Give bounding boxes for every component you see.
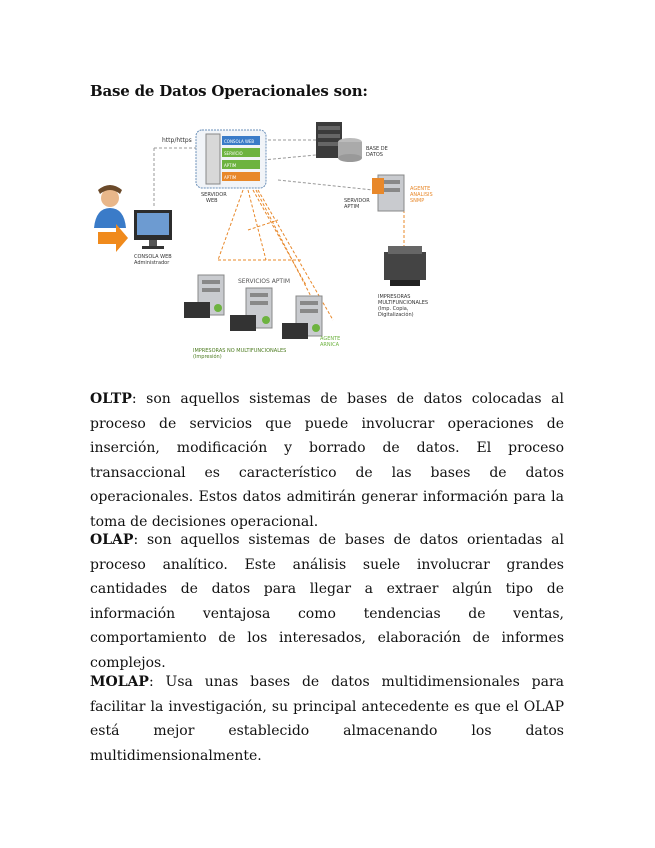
- http-label: http/https: [162, 137, 192, 144]
- console-label-1: CONSOLA WEB: [134, 254, 172, 260]
- paragraph-molap: MOLAP: Usa unas bases de datos multidime…: [90, 670, 564, 768]
- text-molap: : Usa unas bases de datos multidimension…: [90, 674, 564, 764]
- server-rack-icon: [282, 295, 323, 339]
- server-rack-icon: [230, 287, 273, 331]
- database-label-1: BASE DE: [366, 146, 388, 152]
- database-icon: [316, 122, 362, 162]
- admin-user-icon: [94, 185, 128, 252]
- term-olap: OLAP: [90, 532, 134, 548]
- paragraph-oltp: OLTP: son aquellos sistemas de bases de …: [90, 387, 564, 534]
- text-olap: : son aquellos sistemas de bases de dato…: [90, 532, 564, 671]
- agent-arnica-label-1: AGENTE: [320, 336, 340, 342]
- network-diagram: http/https CONSOLA WEB SERVICIO APTIM AP…: [94, 122, 433, 360]
- aptim-label-1: SERVIDOR: [344, 198, 370, 204]
- web-server-label-2: WEB: [206, 198, 218, 204]
- svg-text:CONSOLA WEB: CONSOLA WEB: [224, 139, 254, 144]
- aptim-server-icon: [372, 174, 405, 212]
- database-label-2: DATOS: [366, 152, 383, 158]
- monitor-icon: [134, 210, 172, 249]
- section-heading: Base de Datos Operacionales son:: [90, 82, 368, 100]
- agent-label-3: SNMP: [410, 198, 424, 204]
- agent-label-2: ANALISIS: [410, 192, 433, 198]
- mf-printer-label-3: (Imp. Copia,: [378, 306, 409, 312]
- svg-text:APTIM: APTIM: [224, 175, 237, 180]
- web-server: CONSOLA WEB SERVICIO APTIM APTIM: [195, 129, 267, 189]
- agent-label-1: AGENTE: [410, 186, 430, 192]
- bottom-printers-label-2: (Impresión): [193, 353, 222, 360]
- paragraph-olap: OLAP: son aquellos sistemas de bases de …: [90, 528, 564, 675]
- bottom-printers-label-1: IMPRESORAS NO MULTIFUNCIONALES: [193, 348, 286, 354]
- console-label-2: Administrador: [134, 260, 170, 266]
- mf-printer-label-1: IMPRESORAS: [378, 294, 410, 300]
- mf-printer-label-4: Digitalización): [378, 311, 414, 318]
- services-label: SERVICIOS APTIM: [238, 278, 290, 285]
- agent-arnica-label-2: ARNICA: [320, 342, 340, 348]
- web-server-label-1: SERVIDOR: [201, 192, 227, 198]
- multifunction-printer-icon: [384, 246, 426, 286]
- svg-text:APTIM: APTIM: [224, 163, 237, 168]
- text-oltp: : son aquellos sistemas de bases de dato…: [90, 391, 564, 530]
- svg-text:SERVICIO: SERVICIO: [224, 151, 243, 156]
- server-rack-icon: [184, 274, 225, 318]
- term-molap: MOLAP: [90, 674, 149, 690]
- term-oltp: OLTP: [90, 391, 132, 407]
- aptim-label-2: APTIM: [344, 204, 359, 210]
- mf-printer-label-2: MULTIFUNCIONALES: [378, 300, 428, 306]
